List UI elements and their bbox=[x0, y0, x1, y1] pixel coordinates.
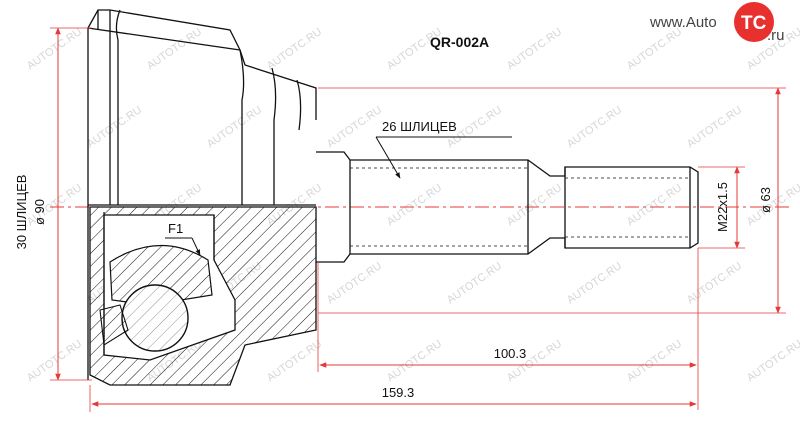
housing-section bbox=[89, 206, 317, 386]
watermark-text: AUTOTC.RU bbox=[685, 260, 744, 307]
fitting-mark-label: F1 bbox=[168, 221, 183, 236]
watermark-text: AUTOTC.RU bbox=[625, 338, 684, 385]
watermark-text: AUTOTC.RU bbox=[145, 26, 204, 73]
total-length-label: 159.3 bbox=[382, 385, 415, 400]
watermark-text: AUTOTC.RU bbox=[505, 26, 564, 73]
watermark-text: AUTOTC.RU bbox=[505, 338, 564, 385]
outer-splines-label: 30 ШЛИЦЕВ bbox=[14, 175, 29, 250]
watermark-text: AUTOTC.RU bbox=[565, 260, 624, 307]
shaft-length-label: 100.3 bbox=[494, 346, 527, 361]
watermark-text: AUTOTC.RU bbox=[385, 182, 444, 229]
spline-shaft bbox=[316, 151, 699, 263]
watermark-text: AUTOTC.RU bbox=[625, 182, 684, 229]
logo-mark-circle bbox=[734, 2, 774, 42]
watermark-text: AUTOTC.RU bbox=[25, 338, 84, 385]
thread-label: M22x1.5 bbox=[715, 182, 730, 232]
watermark-text: AUTOTC.RU bbox=[745, 338, 800, 385]
watermark-text: AUTOTC.RU bbox=[685, 104, 744, 151]
autotc-logo: www.Auto TC .ru bbox=[649, 2, 785, 44]
dimension-total-length bbox=[89, 385, 697, 412]
logo-suffix: .ru bbox=[767, 27, 785, 44]
watermark-text: AUTOTC.RU bbox=[385, 338, 444, 385]
watermark-text: AUTOTC.RU bbox=[205, 104, 264, 151]
dimension-thread bbox=[698, 166, 745, 249]
dimension-shaft-length bbox=[317, 248, 699, 410]
watermark-text: AUTOTC.RU bbox=[625, 26, 684, 73]
logo-prefix: www.Auto bbox=[649, 14, 717, 31]
watermark-text: AUTOTC.RU bbox=[325, 260, 384, 307]
watermark-text: AUTOTC.RU bbox=[265, 338, 324, 385]
dimension-seal-diameter bbox=[318, 87, 786, 314]
outer-race-housing bbox=[87, 9, 317, 380]
shaft-splines-leader bbox=[375, 136, 512, 179]
watermark-text: AUTOTC.RU bbox=[505, 182, 564, 229]
dimension-outer-diameter bbox=[50, 27, 92, 381]
watermark-text: AUTOTC.RU bbox=[325, 104, 384, 151]
outer-diameter-label: ø 90 bbox=[32, 199, 47, 225]
watermark-text: AUTOTC.RU bbox=[265, 26, 324, 73]
watermark-text: AUTOTC.RU bbox=[445, 260, 504, 307]
watermark-text: AUTOTC.RU bbox=[85, 104, 144, 151]
logo-mark: TC bbox=[741, 13, 767, 34]
watermark-text: AUTOTC.RU bbox=[565, 104, 624, 151]
seal-diameter-label: ø 63 bbox=[758, 187, 773, 213]
f1-leader bbox=[165, 237, 201, 256]
part-number: QR-002A bbox=[430, 34, 489, 50]
watermark-text: AUTOTC.RU bbox=[25, 26, 84, 73]
shaft-splines-label: 26 ШЛИЦЕВ bbox=[382, 119, 457, 134]
